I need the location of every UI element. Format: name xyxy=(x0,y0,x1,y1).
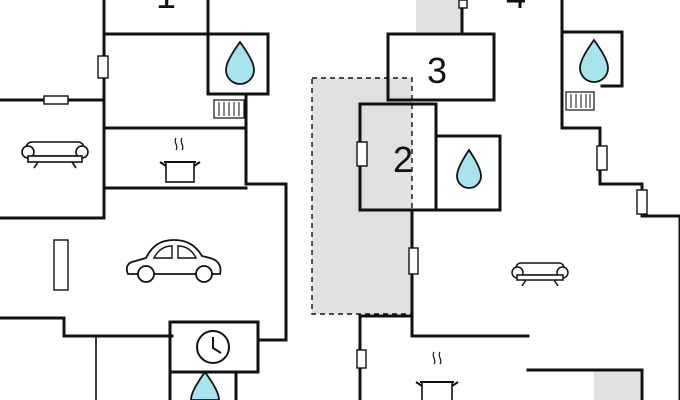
sofa-icon xyxy=(21,141,89,169)
car-icon xyxy=(125,239,222,283)
drop-right-top xyxy=(579,38,609,83)
window-left-1 xyxy=(97,55,109,79)
water-drop-icon xyxy=(225,40,255,85)
sofa-icon xyxy=(511,262,569,287)
water-drop-icon xyxy=(456,148,482,189)
window-right-2 xyxy=(408,247,419,275)
drop-left-top xyxy=(225,40,255,85)
room-1-label: 1 xyxy=(156,0,176,16)
patio-area-top xyxy=(416,0,462,32)
room-4-label: 4 xyxy=(506,0,526,16)
window-right-3 xyxy=(356,349,367,369)
door-garage xyxy=(53,239,69,291)
window-right-1 xyxy=(356,141,368,167)
clock-icon xyxy=(196,330,230,364)
water-drop-icon xyxy=(579,38,609,83)
cooking-pot-icon xyxy=(415,351,459,400)
window-left-2 xyxy=(43,95,69,105)
water-drop-icon xyxy=(190,370,220,400)
terrace-area xyxy=(311,77,413,315)
radiator-icon xyxy=(213,99,245,119)
window-right-4 xyxy=(596,145,608,171)
window-right-5 xyxy=(636,189,648,215)
window-right-6 xyxy=(458,0,468,9)
room-2-label: 2 xyxy=(393,139,413,180)
radiator-icon xyxy=(565,91,595,111)
drop-left-bottom xyxy=(190,370,220,400)
patio-area-bottom xyxy=(594,370,640,400)
cooking-pot-icon xyxy=(159,137,201,183)
drop-room-2 xyxy=(456,148,482,189)
room-3-label: 3 xyxy=(427,50,447,91)
